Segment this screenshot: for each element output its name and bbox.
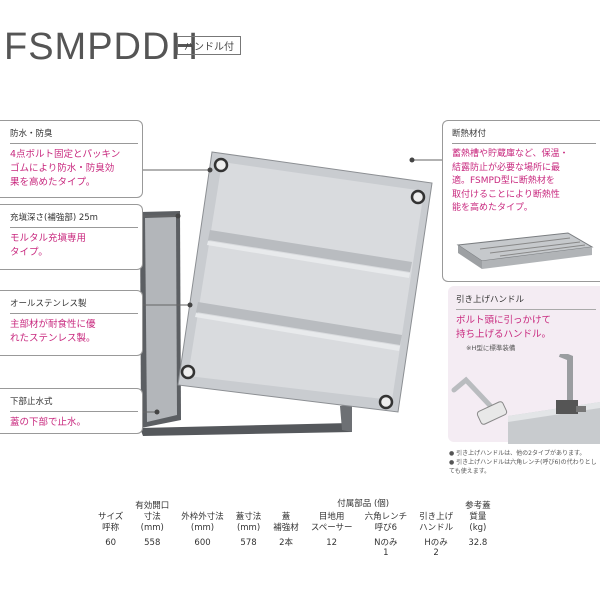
col-weight: 参考蓋 質量 (kg) <box>465 501 491 533</box>
handle-illustration <box>451 354 600 444</box>
handle-note-1: ● 引き上げハンドルは、他の2タイプがあります。 <box>449 450 586 457</box>
col-spacer: 目地用 スペーサー <box>310 512 353 533</box>
cell-opening: 558 <box>144 538 161 548</box>
cell-weight: 32.8 <box>468 538 488 548</box>
cell-size: 60 <box>105 538 117 548</box>
callout-bottom-seal-title: 下部止水式 <box>10 392 138 412</box>
cell-hex-wrench: Nのみ 1 <box>374 538 398 558</box>
col-reinforcement: 蓋 補強材 <box>273 512 299 533</box>
callout-insulation-title: 断熱材付 <box>452 124 596 144</box>
insulation-tray-image <box>456 232 594 269</box>
callout-bottom-seal: 下部止水式 蓋の下部で止水。 <box>10 392 138 430</box>
callout-handle: 引き上げハンドル ボルト頭に引っかけて 持ち上げるハンドル。 ※H型に標準装備 <box>456 290 596 352</box>
callout-filling-title: 充塡深さ(補強部) 25m <box>10 208 138 228</box>
table-row: 60 558 600 578 2本 12 Nのみ 1 Hのみ 2 32.8 <box>92 534 497 559</box>
col-opening: 有効開口 寸法 (mm) <box>135 501 170 533</box>
col-hex-wrench: 六角レンチ 呼び6 <box>364 512 408 533</box>
callout-filling: 充塡深さ(補強部) 25m モルタル充塡専用 タイプ。 <box>10 208 138 260</box>
callout-bottom-seal-desc: 蓋の下部で止水。 <box>10 417 87 428</box>
handle-note-2: ● 引き上げハンドルは六角レンチ(呼び6)の代わりとしても使えます。 <box>449 459 597 475</box>
col-group-accessories: 付属部品 (個) <box>337 499 390 509</box>
col-cover: 蓋寸法 (mm) <box>235 512 262 533</box>
cell-spacer: 12 <box>326 538 338 548</box>
callout-handle-desc: ボルト頭に引っかけて 持ち上げるハンドル。 <box>456 315 552 340</box>
callout-handle-title: 引き上げハンドル <box>456 290 596 310</box>
cell-handle: Hのみ 2 <box>424 538 448 558</box>
callout-box-filling <box>0 204 143 270</box>
cell-outer: 600 <box>194 538 211 548</box>
callout-stainless-title: オールステンレス製 <box>10 294 138 314</box>
spec-table: サイズ 呼称 有効開口 寸法 (mm) 外枠外寸法 (mm) 蓋寸法 (mm) … <box>92 499 497 559</box>
col-size: サイズ 呼称 <box>98 512 124 533</box>
col-handle: 引き上げ ハンドル <box>419 512 454 533</box>
callout-insulation-desc: 蓄熱槽や貯蔵庫など、保温・ 結露防止が必要な場所に最 適。FSMPD型に断熱材を… <box>452 149 569 213</box>
cell-cover: 578 <box>240 538 257 548</box>
handle-badge: ハンドル付 <box>177 36 241 55</box>
callout-handle-sub: ※H型に標準装備 <box>466 344 516 352</box>
callout-insulation: 断熱材付 蓄熱槽や貯蔵庫など、保温・ 結露防止が必要な場所に最 適。FSMPD型… <box>452 124 596 216</box>
callout-waterproof-title: 防水・防臭 <box>10 124 138 144</box>
callout-box-waterproof <box>0 120 143 198</box>
callout-box-stainless <box>0 290 143 356</box>
callout-stainless-desc: 主部材が耐食性に優 れたステンレス製。 <box>10 319 96 344</box>
product-title: FSMPDDH <box>4 26 199 68</box>
col-outer: 外枠外寸法 (mm) <box>181 512 224 533</box>
callout-stainless: オールステンレス製 主部材が耐食性に優 れたステンレス製。 <box>10 294 138 346</box>
callout-filling-desc: モルタル充塡専用 タイプ。 <box>10 233 87 258</box>
cell-reinforcement: 2本 <box>279 538 294 548</box>
callout-waterproof-desc: 4点ボルト固定とパッキン ゴムにより防水・防臭効 果を高めたタイプ。 <box>10 149 121 188</box>
callout-waterproof: 防水・防臭 4点ボルト固定とパッキン ゴムにより防水・防臭効 果を高めたタイプ。 <box>10 124 138 190</box>
